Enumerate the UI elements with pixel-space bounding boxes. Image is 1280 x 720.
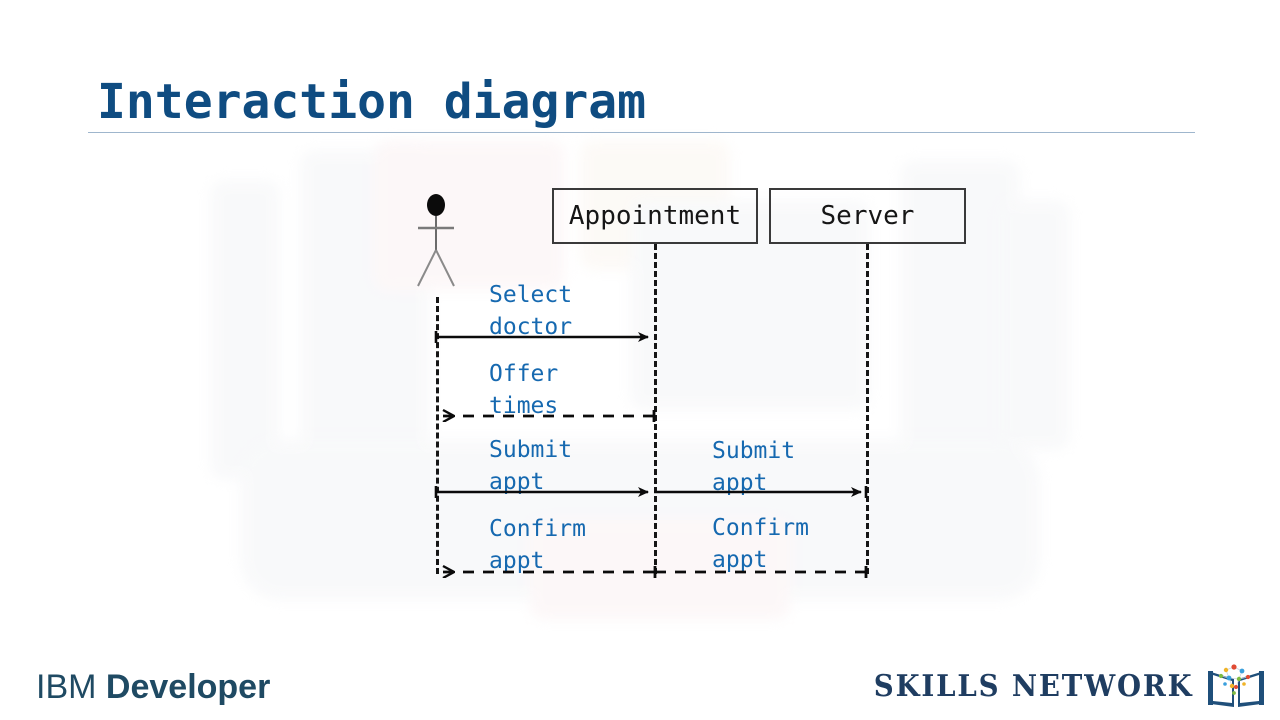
message-label-select-doctor: Select doctor: [489, 282, 573, 340]
participant-label-server: Server: [820, 201, 915, 231]
ibm-developer-logo: IBM Developer: [36, 668, 270, 707]
participant-box-server[interactable]: Server: [769, 188, 966, 244]
lifeline-appointment: [654, 244, 657, 574]
lifeline-actor: [436, 297, 439, 574]
message-label-confirm-appt-actor: Confirm appt: [489, 516, 586, 574]
ibm-wordmark: IBM: [36, 668, 97, 706]
participant-box-appointment[interactable]: Appointment: [552, 188, 758, 244]
message-label-submit-appt-actor: Submit appt: [489, 437, 573, 495]
lifeline-server: [866, 244, 869, 574]
skills-network-wordmark: SKILLS NETWORK: [874, 668, 1194, 704]
title-divider: [88, 132, 1195, 133]
book-network-icon: [1208, 664, 1264, 707]
message-label-confirm-appt-server: Confirm appt: [712, 515, 809, 573]
skills-network-logo: SKILLS NETWORK: [846, 662, 1264, 710]
page-title: Interaction diagram: [97, 74, 647, 130]
developer-wordmark: Developer: [105, 668, 271, 706]
message-label-submit-appt-server: Submit appt: [712, 438, 796, 496]
actor-stick-figure: [417, 194, 455, 287]
participant-label-appointment: Appointment: [568, 201, 742, 231]
